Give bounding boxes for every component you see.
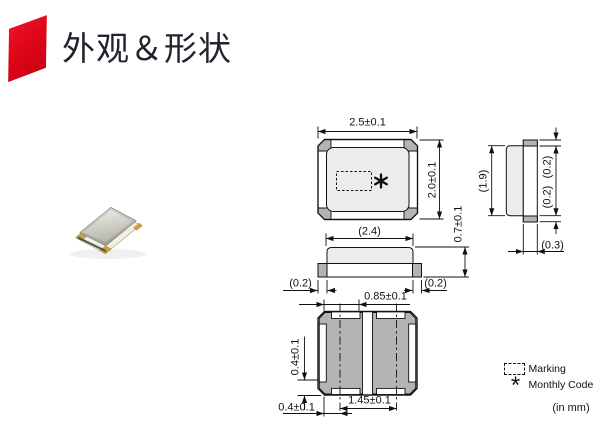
dim-side-depth: (1.9) [477, 169, 489, 192]
dim-pad-inset-horizontal: 0.4±0.1 [278, 401, 315, 413]
side-view-base [522, 139, 538, 223]
legend-marking-label: Marking [528, 362, 566, 375]
legend-asterisk: * [510, 372, 521, 399]
dim-end-terminal-right: (0.2) [424, 277, 447, 289]
dim-top-height: 2.0±0.1 [426, 161, 438, 198]
top-view-lid [326, 147, 410, 212]
side-view [505, 139, 538, 223]
bottom-pad-right [372, 312, 417, 395]
legend-marking-box [504, 363, 525, 375]
dim-end-terminal-left: (0.2) [289, 277, 312, 289]
front-view [317, 247, 422, 278]
side-view-lid [505, 145, 524, 217]
dim-overall-height: 0.7±0.1 [452, 205, 465, 243]
dimension-lines [283, 126, 564, 417]
dim-side-base-width: (0.3) [541, 239, 564, 251]
dim-body-width: (2.4) [358, 225, 381, 237]
dim-side-terminal-top: (0.2) [541, 155, 554, 178]
dim-side-terminal-bottom: (0.2) [541, 185, 554, 209]
page-title: 外观＆形状 [62, 30, 232, 67]
bottom-pad-left [318, 312, 363, 395]
front-view-base [317, 263, 422, 278]
front-view-lid [326, 247, 414, 264]
top-view [317, 138, 419, 221]
centerlines [339, 303, 397, 414]
units-note: (in mm) [552, 401, 590, 414]
bottom-view [317, 303, 418, 414]
product-photo [70, 207, 146, 259]
dim-pad-inset-vertical: 0.4±0.1 [289, 338, 302, 375]
legend-monthly-code-label: Monthly Code [528, 378, 594, 391]
dim-pad-pitch: 1.45±0.1 [348, 394, 391, 407]
monthly-code-asterisk-mark [374, 173, 388, 189]
dim-pad-width: 0.85±0.1 [364, 290, 407, 302]
dim-top-width: 2.5±0.1 [349, 116, 386, 129]
